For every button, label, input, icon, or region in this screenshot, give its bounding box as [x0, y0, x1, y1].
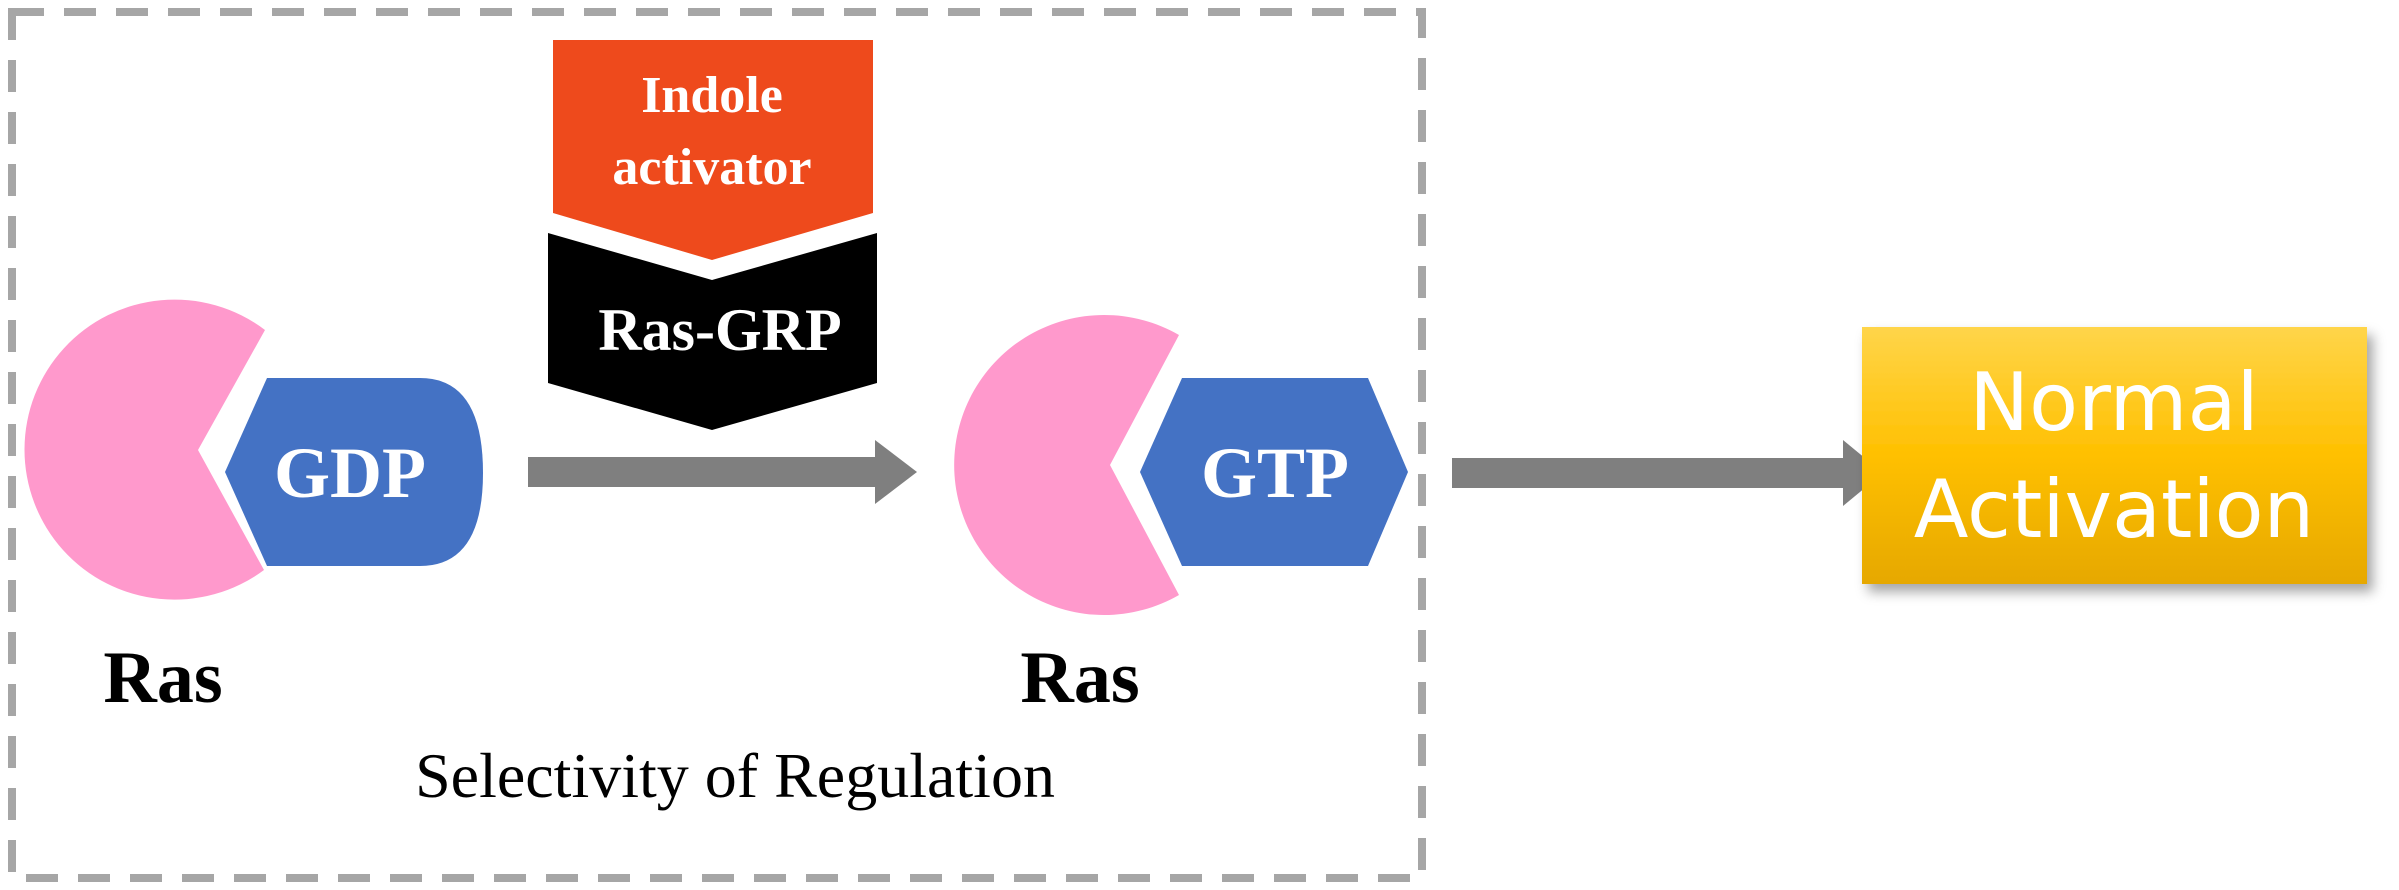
- normal-activation-label-line2: Activation: [1914, 463, 2315, 556]
- right-ras-label: Ras: [1020, 637, 1139, 719]
- indole-activator-banner: [553, 40, 873, 260]
- gdp-label: GDP: [274, 433, 426, 513]
- left-ras-label: Ras: [103, 637, 222, 719]
- arrow-gdp-to-gtp: [528, 440, 917, 504]
- selectivity-region-border: [8, 8, 1426, 882]
- gtp-shape: [1140, 378, 1408, 566]
- indole-activator-label-line1: Indole: [641, 67, 783, 124]
- normal-activation-box: [1862, 327, 2367, 584]
- gdp-shape: [225, 378, 483, 566]
- right-ras-shape: [954, 314, 1179, 615]
- ras-grp-banner: [548, 233, 877, 430]
- indole-activator-label-line2: activator: [612, 139, 811, 196]
- arrow-to-activation: [1452, 440, 1883, 506]
- region-caption: Selectivity of Regulation: [415, 740, 1055, 811]
- ras-grp-label: Ras-GRP: [598, 297, 841, 363]
- normal-activation-label-line1: Normal: [1969, 356, 2258, 449]
- left-ras-shape: [24, 299, 266, 600]
- gtp-label: GTP: [1201, 433, 1349, 513]
